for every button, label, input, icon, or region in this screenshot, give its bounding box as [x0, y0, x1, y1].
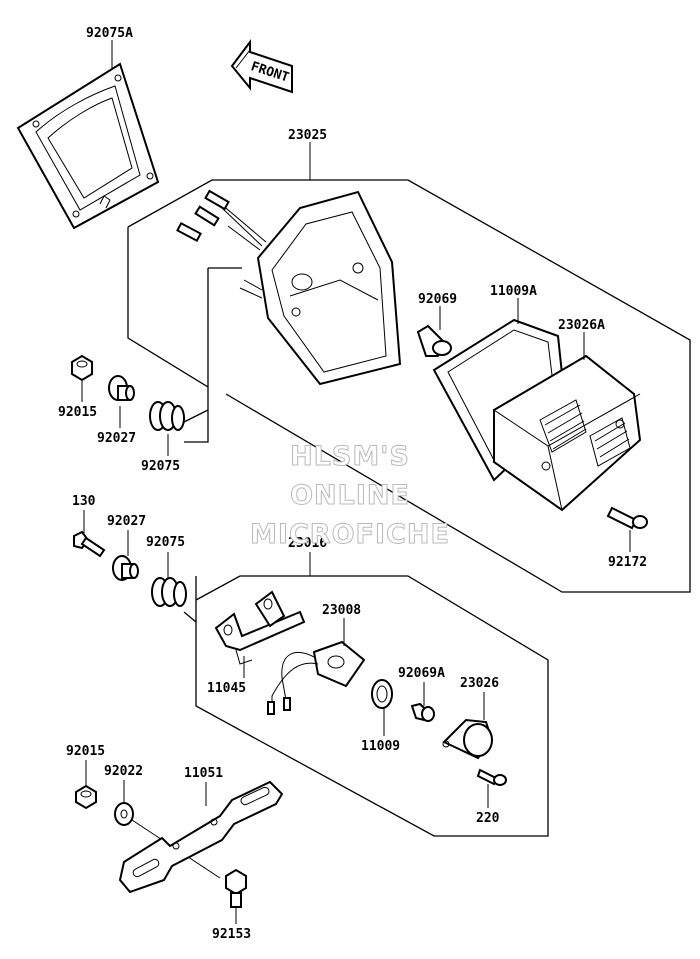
part-label-92172[interactable]: 92172	[608, 555, 647, 570]
part-label-130[interactable]: 130	[72, 494, 96, 509]
plate-11051-drawing	[118, 780, 284, 894]
bulb-92069a-drawing	[410, 702, 435, 722]
collar-92027-mid-drawing	[112, 555, 139, 581]
nut-92015-top-drawing	[71, 354, 93, 382]
part-label-92069[interactable]: 92069	[418, 292, 457, 307]
part-label-11045[interactable]: 11045	[207, 681, 246, 696]
part-label-92153[interactable]: 92153	[212, 927, 251, 942]
grommet-92075-top-drawing	[149, 401, 185, 431]
bolt-130-drawing	[73, 530, 106, 558]
taillight-housing-drawing	[176, 189, 402, 386]
part-label-92075-mid[interactable]: 92075	[146, 535, 185, 550]
watermark-line-1: HLSM'S	[290, 441, 410, 473]
part-label-23025[interactable]: 23025	[288, 128, 327, 143]
part-label-23016[interactable]: 23016	[288, 536, 327, 551]
front-arrow: FRONT	[230, 39, 293, 94]
socket-23008-drawing	[267, 640, 366, 715]
bracket-11045-drawing	[214, 590, 306, 665]
lens-23026a-drawing	[493, 354, 642, 512]
part-label-92015-bottom[interactable]: 92015	[66, 744, 105, 759]
part-label-92027-top[interactable]: 92027	[97, 431, 136, 446]
assembly-boundary-23016	[183, 575, 549, 837]
part-label-23026a[interactable]: 23026A	[558, 318, 605, 333]
part-label-23026[interactable]: 23026	[460, 676, 499, 691]
grommet-92075-mid-drawing	[151, 577, 187, 607]
part-label-92027-mid[interactable]: 92027	[107, 514, 146, 529]
part-label-92075a[interactable]: 92075A	[86, 26, 133, 41]
watermark-line-3: MICROFICHE	[250, 519, 450, 551]
part-label-23008[interactable]: 23008	[322, 603, 361, 618]
part-label-11009[interactable]: 11009	[361, 739, 400, 754]
screw-220-drawing	[476, 768, 507, 786]
watermark-line-2: ONLINE	[290, 480, 410, 512]
part-label-92075-top[interactable]: 92075	[141, 459, 180, 474]
part-label-220[interactable]: 220	[476, 811, 500, 826]
gasket-11009-drawing	[371, 679, 393, 709]
part-label-92015-top[interactable]: 92015	[58, 405, 97, 420]
bolt-92153-drawing	[225, 868, 247, 908]
nut-92015-bottom-drawing	[75, 784, 97, 810]
part-label-92069a[interactable]: 92069A	[398, 666, 445, 681]
part-label-92022[interactable]: 92022	[104, 764, 143, 779]
washer-92022-drawing	[114, 802, 134, 826]
collar-92027-top-drawing	[108, 375, 135, 401]
part-label-11051[interactable]: 11051	[184, 766, 223, 781]
gasket-92075a-drawing	[16, 62, 160, 230]
bulb-92069-drawing	[416, 324, 452, 357]
part-label-11009a[interactable]: 11009A	[490, 284, 537, 299]
screw-92172-drawing	[606, 506, 648, 530]
assembly-boundary-23025	[127, 179, 691, 593]
lens-23026-drawing	[442, 718, 494, 760]
